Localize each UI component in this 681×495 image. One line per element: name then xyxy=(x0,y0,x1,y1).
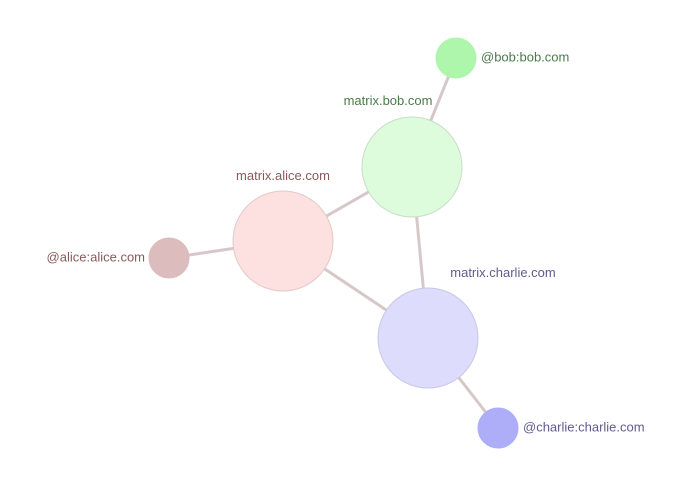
server-label-bob: matrix.bob.com xyxy=(344,93,433,108)
user-label-bob: @bob:bob.com xyxy=(481,49,569,64)
server-node-alice[interactable] xyxy=(232,190,334,292)
node-bob-user[interactable]: @bob:bob.com xyxy=(435,37,569,79)
user-label-alice: @alice:alice.com xyxy=(47,249,145,264)
graph-nodes: matrix.bob.com matrix.alice.com matrix.c… xyxy=(47,37,645,449)
server-node-charlie[interactable] xyxy=(377,287,479,389)
server-node-bob[interactable] xyxy=(361,116,463,218)
user-label-charlie: @charlie:charlie.com xyxy=(523,419,645,434)
server-label-charlie: matrix.charlie.com xyxy=(450,265,555,280)
user-node-charlie[interactable] xyxy=(477,407,519,449)
node-charlie-server[interactable]: matrix.charlie.com xyxy=(377,265,556,389)
node-alice-user[interactable]: @alice:alice.com xyxy=(47,237,190,279)
user-node-bob[interactable] xyxy=(435,37,477,79)
server-label-alice: matrix.alice.com xyxy=(236,168,330,183)
node-bob-server[interactable]: matrix.bob.com xyxy=(344,93,463,218)
node-alice-server[interactable]: matrix.alice.com xyxy=(232,168,334,292)
node-charlie-user[interactable]: @charlie:charlie.com xyxy=(477,407,645,449)
user-node-alice[interactable] xyxy=(148,237,190,279)
